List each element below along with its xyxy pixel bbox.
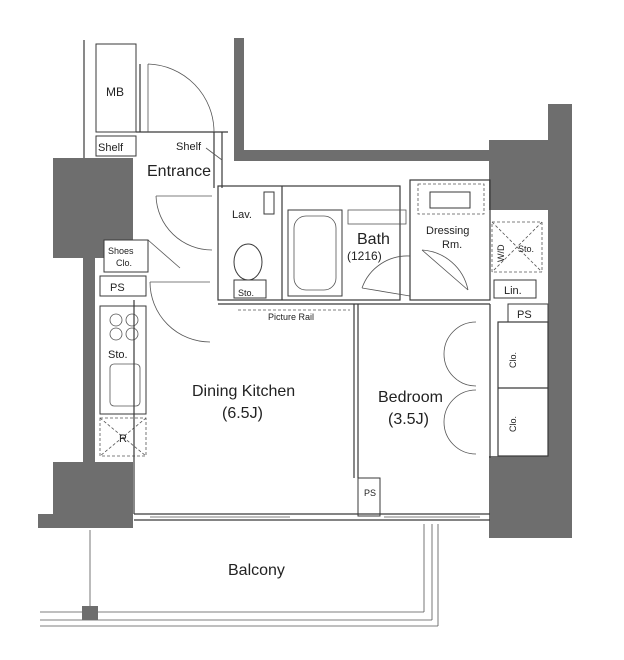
label-clo-bottom: Clo. [508, 416, 518, 432]
dressing-counter [417, 183, 485, 215]
balcony-area [40, 524, 439, 627]
dressing-door-swing [421, 249, 469, 291]
wd-area [491, 221, 543, 273]
refrigerator-box [99, 417, 147, 457]
label-shoes: Shoes [108, 246, 134, 256]
mb-room [95, 43, 137, 133]
wall-left-side [83, 158, 95, 478]
lav-shelf [263, 191, 275, 215]
label-sto-kitchen: Sto. [108, 349, 128, 361]
label-dressing-rm: Rm. [442, 239, 462, 251]
label-ps-right: PS [517, 309, 532, 321]
label-dressing: Dressing [426, 225, 469, 237]
label-lin: Lin. [504, 285, 522, 297]
shelf-left-box [95, 135, 137, 157]
wall-right-upper [489, 140, 555, 210]
kitchen-counter [99, 305, 147, 415]
label-refrigerator: R [119, 433, 127, 445]
label-shoes-clo: Clo. [116, 258, 132, 268]
label-ps-left: PS [110, 282, 125, 294]
label-bath: Bath [357, 231, 390, 248]
shoes-closet [103, 239, 149, 273]
wall-top-right [234, 150, 490, 161]
bath-door-swing [361, 255, 411, 297]
bathtub [287, 209, 343, 297]
label-dining-size: (6.5J) [222, 405, 263, 422]
dk-door-swing [149, 281, 211, 343]
label-dining-kitchen: Dining Kitchen [192, 383, 295, 400]
shoes-door-swing [147, 239, 181, 269]
label-shelf-right: Shelf [176, 141, 202, 153]
hall-door-swing [155, 195, 213, 251]
label-mb: MB [106, 85, 124, 99]
label-ps-center: PS [364, 488, 376, 498]
label-wd: W/D [496, 244, 506, 262]
label-sto-toilet: Sto. [238, 288, 254, 298]
toilet-bowl [233, 243, 263, 281]
wall-left-foot [38, 514, 58, 528]
balcony-post [82, 606, 98, 620]
label-clo-top: Clo. [508, 352, 518, 368]
label-picture-rail: Picture Rail [268, 312, 314, 322]
entrance-door-swing [147, 63, 215, 133]
utility-block [83, 40, 228, 188]
main-rooms [133, 300, 549, 521]
label-bedroom: Bedroom [378, 389, 443, 406]
kitchen-column [99, 239, 149, 457]
ps-left-box [99, 275, 147, 297]
label-lav: Lav. [232, 209, 252, 221]
label-sto-dressing: Sto. [518, 244, 534, 254]
labels: MB Shelf Shelf Entrance Lav. Bath (1216)… [98, 85, 534, 579]
dressing-area [409, 179, 549, 323]
wall-right-lower [489, 456, 572, 538]
walls [38, 38, 572, 538]
wall-top-center [234, 38, 244, 160]
label-balcony: Balcony [228, 562, 285, 579]
ps-center-box [357, 477, 381, 517]
label-bath-size: (1216) [347, 249, 382, 263]
wall-left-column-bottom [53, 462, 133, 528]
label-shelf-left: Shelf [98, 142, 124, 154]
lin-box [493, 279, 537, 299]
label-bedroom-size: (3.5J) [388, 411, 429, 428]
sink [109, 363, 141, 407]
wet-area [147, 185, 411, 343]
bedroom-closet [497, 321, 549, 457]
label-entrance: Entrance [147, 163, 211, 180]
